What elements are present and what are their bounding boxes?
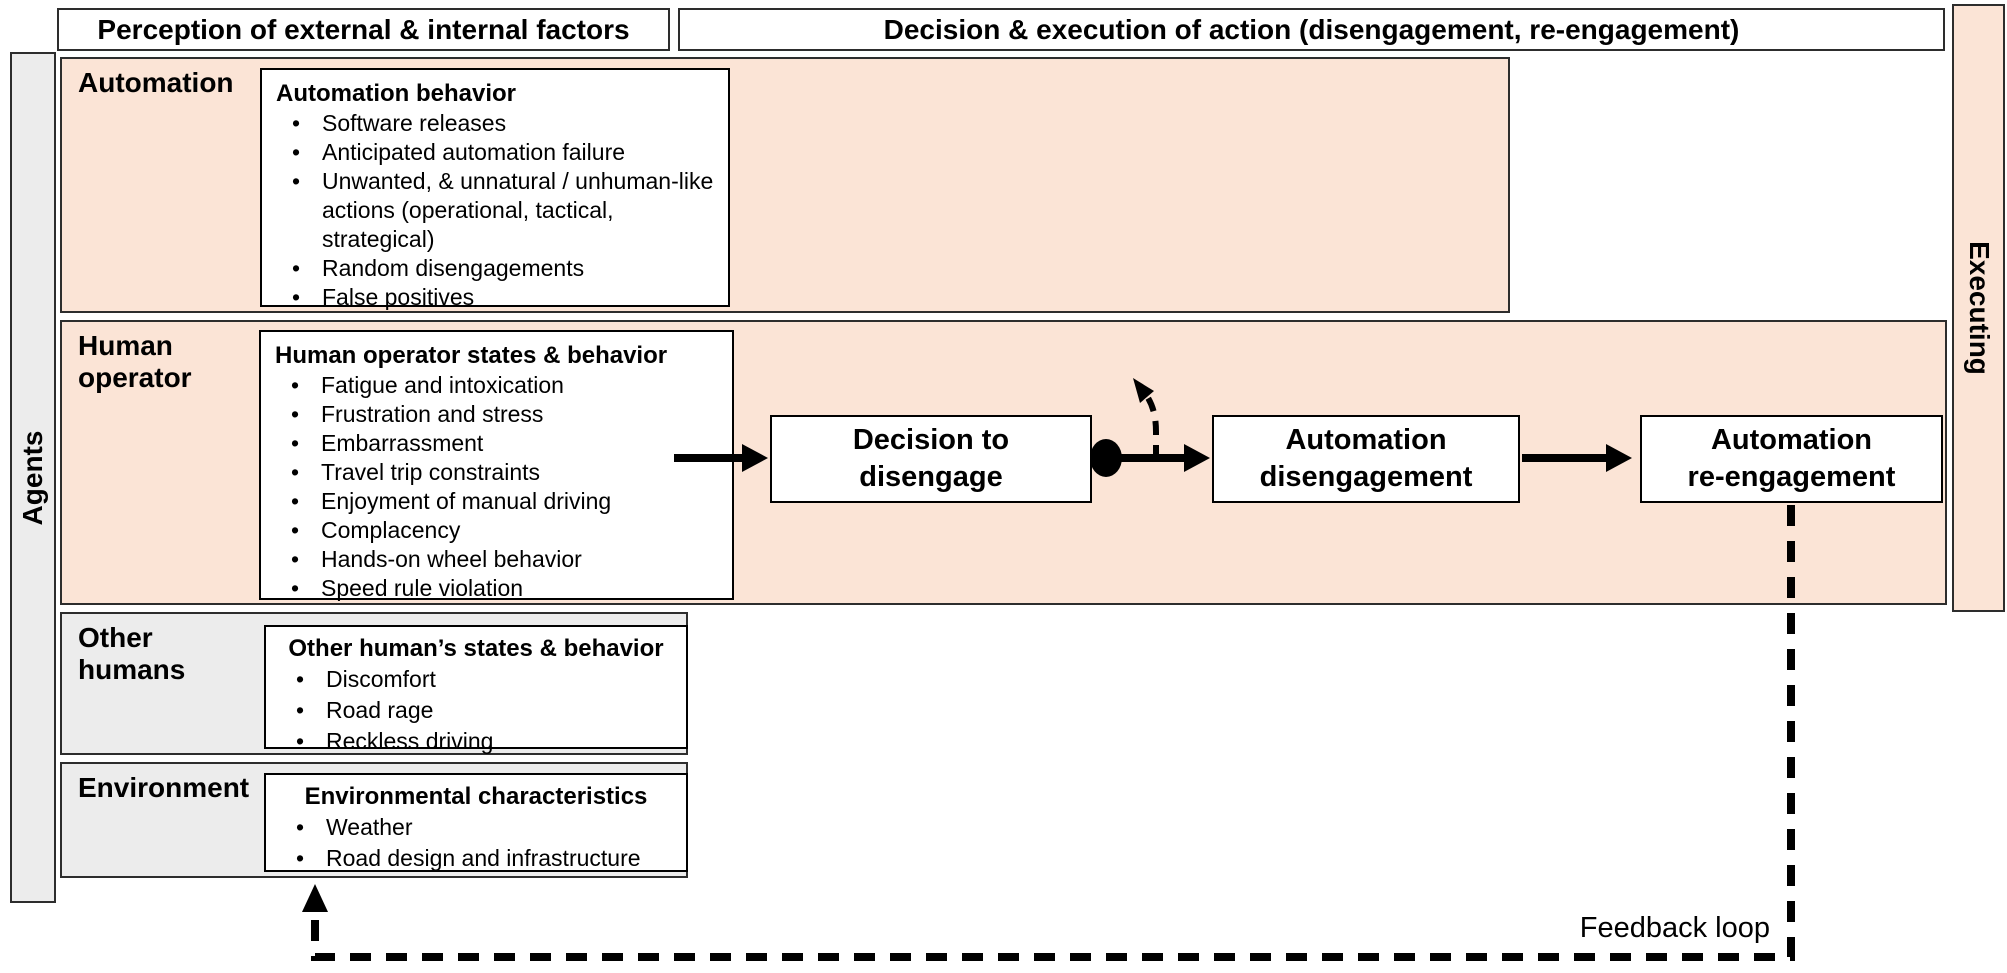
bullet-item: Enjoyment of manual driving <box>275 487 718 516</box>
feedback-loop-label: Feedback loop <box>1579 912 1770 944</box>
decision-to-disengage-box: Decision to disengage <box>770 415 1092 503</box>
bullet-item: Complacency <box>275 516 718 545</box>
automation-behavior-list: Software releasesAnticipated automation … <box>276 109 714 312</box>
automation-behavior-title: Automation behavior <box>276 80 517 107</box>
automation-reengagement-label: Automation re-engagement <box>1687 423 1896 493</box>
human-operator-row-label: Human operator <box>78 330 192 394</box>
environment-row: Environment Environmental characteristic… <box>60 762 688 878</box>
decision-execution-header: Decision & execution of action (disengag… <box>678 8 1945 51</box>
bullet-item: Discomfort <box>280 664 672 695</box>
automation-row: Automation Automation behavior Software … <box>60 57 1510 313</box>
bullet-item: Frustration and stress <box>275 400 718 429</box>
environmental-characteristics-box: Environmental characteristics WeatherRoa… <box>264 773 688 874</box>
human-operator-states-box: Human operator states & behavior Fatigue… <box>259 330 734 603</box>
executing-strip: Executing <box>1952 4 2005 612</box>
bullet-item: Unwanted, & unnatural / unhuman-like act… <box>276 167 714 254</box>
automation-behavior-box: Automation behavior Software releasesAnt… <box>260 68 730 312</box>
environmental-characteristics-list: WeatherRoad design and infrastructure <box>280 812 672 874</box>
decision-execution-header-label: Decision & execution of action (disengag… <box>883 13 1740 45</box>
perception-header-label: Perception of external & internal factor… <box>97 13 630 45</box>
bullet-item: Road design and infrastructure <box>280 843 672 874</box>
bullet-item: Reckless driving <box>280 726 672 757</box>
other-humans-row-label: Other humans <box>78 622 186 686</box>
automation-disengagement-label: Automation disengagement <box>1259 423 1473 493</box>
automation-disengagement-box: Automation disengagement <box>1212 415 1520 503</box>
bullet-item: Road rage <box>280 695 672 726</box>
decision-to-disengage-label: Decision to disengage <box>852 423 1010 493</box>
automation-row-label: Automation <box>78 67 234 98</box>
human-operator-states-title: Human operator states & behavior <box>275 342 668 369</box>
bullet-item: Software releases <box>276 109 714 138</box>
bullet-item: Weather <box>280 812 672 843</box>
environmental-characteristics-title: Environmental characteristics <box>304 783 648 810</box>
bullet-item: Speed rule violation <box>275 574 718 603</box>
arrowhead-feedback-loop <box>302 884 328 912</box>
bullet-item: Embarrassment <box>275 429 718 458</box>
bullet-item: Fatigue and intoxication <box>275 371 718 400</box>
human-operator-states-list: Fatigue and intoxicationFrustration and … <box>275 371 718 603</box>
bullet-item: Random disengagements <box>276 254 714 283</box>
bullet-item: False positives <box>276 283 714 312</box>
automation-reengagement-box: Automation re-engagement <box>1640 415 1943 503</box>
other-humans-states-box: Other human’s states & behavior Discomfo… <box>264 625 688 757</box>
environment-row-label: Environment <box>78 772 250 803</box>
executing-label: Executing <box>1963 241 1995 375</box>
agents-label: Agents <box>17 430 48 525</box>
bullet-item: Travel trip constraints <box>275 458 718 487</box>
perception-header: Perception of external & internal factor… <box>57 8 670 51</box>
bullet-item: Anticipated automation failure <box>276 138 714 167</box>
other-humans-states-title: Other human’s states & behavior <box>288 635 664 662</box>
agents-strip: Agents <box>10 52 56 903</box>
other-humans-row: Other humans Other human’s states & beha… <box>60 612 688 757</box>
other-humans-states-list: DiscomfortRoad rageReckless driving <box>280 664 672 757</box>
bullet-item: Hands-on wheel behavior <box>275 545 718 574</box>
